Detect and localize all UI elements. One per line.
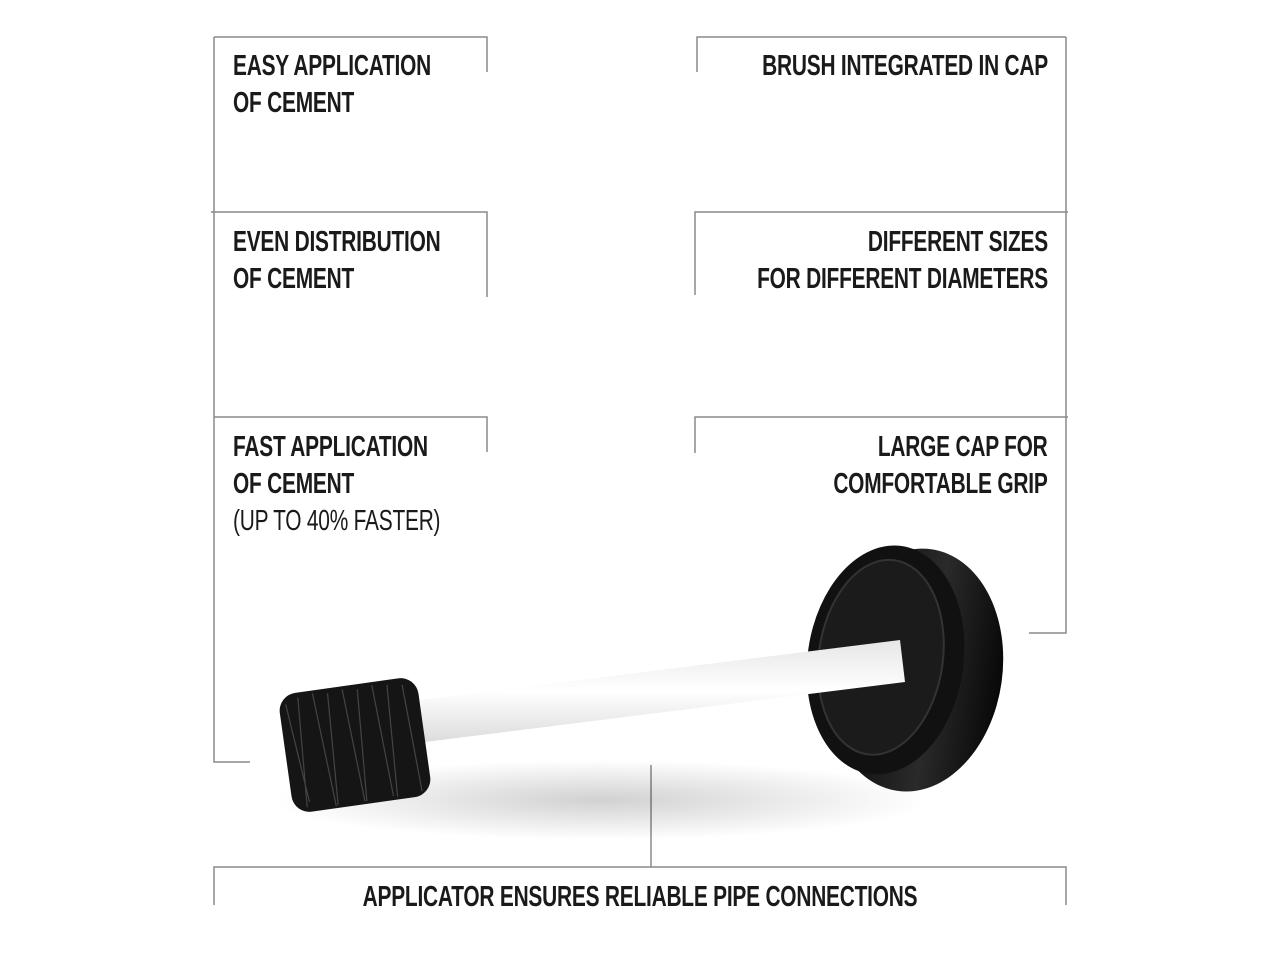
feature-even-distribution: EVEN DISTRIBUTION OF CEMENT bbox=[233, 224, 441, 298]
brush-head bbox=[279, 678, 431, 812]
feature-line: FAST APPLICATION bbox=[233, 431, 428, 463]
feature-easy-application: EASY APPLICATION OF CEMENT bbox=[233, 48, 431, 122]
feature-large-cap: LARGE CAP FOR COMFORTABLE GRIP bbox=[834, 429, 1048, 503]
feature-brush-integrated: BRUSH INTEGRATED IN CAP bbox=[762, 48, 1048, 85]
feature-line: FOR DIFFERENT DIAMETERS bbox=[757, 263, 1048, 295]
callout-lines bbox=[211, 36, 1068, 905]
feature-line: COMFORTABLE GRIP bbox=[833, 468, 1048, 500]
feature-note: (UP TO 40% FASTER) bbox=[233, 505, 441, 537]
brush-applicator-image bbox=[270, 545, 1004, 840]
feature-line: OF CEMENT bbox=[233, 468, 355, 500]
feature-different-sizes: DIFFERENT SIZES FOR DIFFERENT DIAMETERS bbox=[757, 224, 1048, 298]
feature-line: BRUSH INTEGRATED IN CAP bbox=[762, 50, 1048, 82]
feature-line: EASY APPLICATION bbox=[233, 50, 432, 82]
feature-line: OF CEMENT bbox=[233, 263, 355, 295]
feature-fast-application: FAST APPLICATION OF CEMENT (UP TO 40% FA… bbox=[233, 429, 441, 540]
feature-line: EVEN DISTRIBUTION bbox=[233, 226, 441, 258]
applicator-stick bbox=[420, 640, 905, 742]
feature-line: OF CEMENT bbox=[233, 87, 355, 119]
applicator-summary: APPLICATOR ENSURES RELIABLE PIPE CONNECT… bbox=[362, 881, 918, 913]
feature-line: LARGE CAP FOR bbox=[878, 431, 1048, 463]
feature-line: DIFFERENT SIZES bbox=[867, 226, 1048, 258]
